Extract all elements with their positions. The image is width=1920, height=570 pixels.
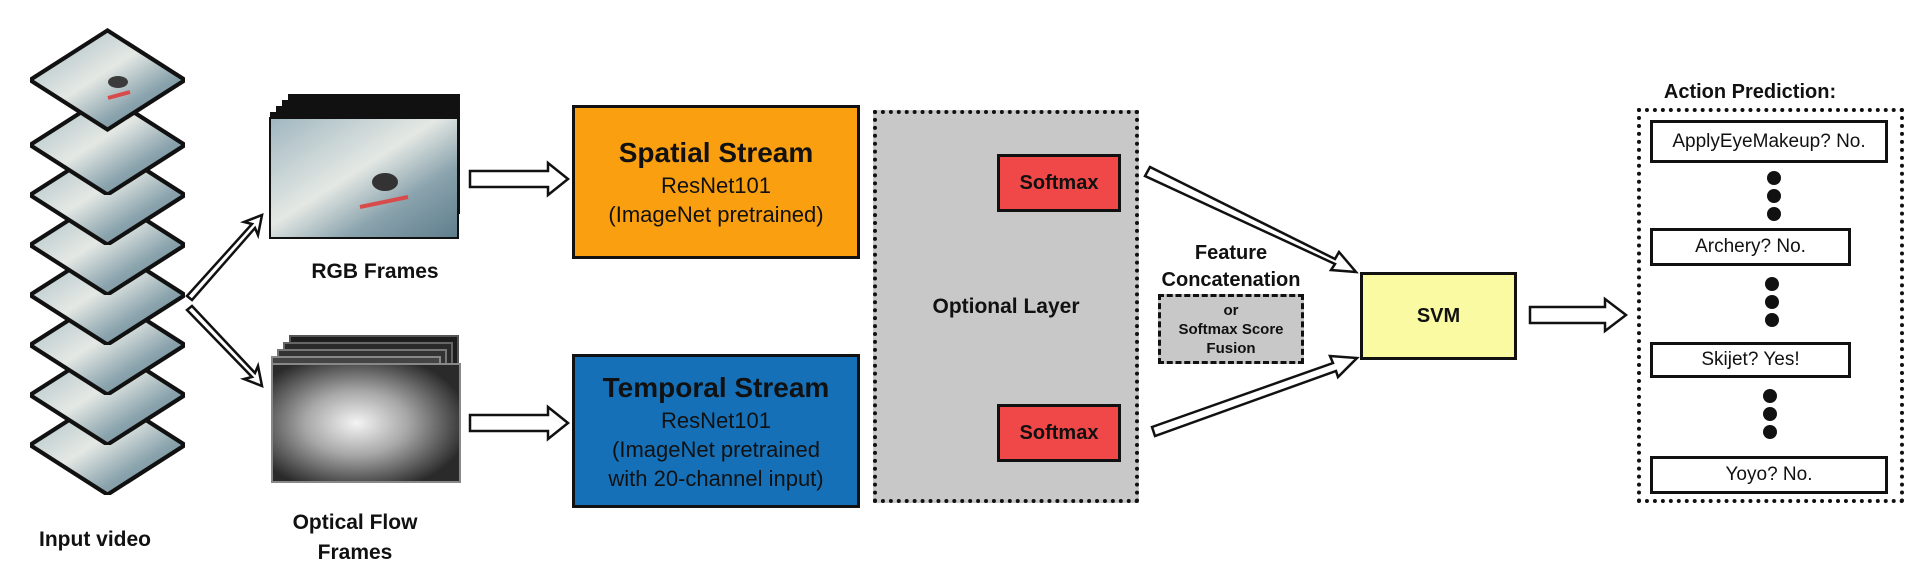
prediction-item: Yoyo? No.	[1650, 456, 1888, 494]
arrow-top-softmax-to-svm	[1143, 165, 1359, 274]
prediction-item: Skijet? Yes!	[1650, 342, 1851, 378]
prediction-ellipsis-dots	[1763, 171, 1781, 439]
spatial-stream-model: ResNet101	[660, 173, 772, 198]
arrow-flow-to-temporal	[468, 404, 571, 442]
arrow-to-rgb	[185, 213, 264, 302]
rgb-frames-stack	[269, 94, 460, 239]
spatial-stream-box: Spatial Stream ResNet101 (ImageNet pretr…	[572, 105, 860, 259]
softmax-bottom: Softmax	[997, 404, 1121, 462]
svm-input-arrows	[1143, 165, 1360, 438]
spatial-stream-detail: (ImageNet pretrained)	[608, 202, 824, 227]
temporal-stream-box: Temporal Stream ResNet101 (ImageNet pret…	[572, 354, 860, 508]
optical-flow-frames-stack	[271, 335, 461, 483]
prediction-item: Archery? No.	[1650, 228, 1851, 266]
temporal-stream-title: Temporal Stream	[602, 371, 830, 403]
optical-flow-frames-label: Optical Flow Frames	[292, 511, 418, 564]
video-frame-top	[30, 30, 185, 129]
arrow-svm-to-predictions	[1528, 296, 1629, 334]
feature-concatenation-label: Feature Concatenation	[1161, 242, 1301, 291]
arrow-rgb-to-spatial	[468, 160, 571, 198]
svm-box: SVM	[1360, 272, 1517, 360]
softmax-top: Softmax	[997, 154, 1121, 212]
optional-layer-label: Optional Layer	[932, 294, 1080, 318]
action-prediction-panel	[1637, 108, 1904, 503]
input-video-label: Input video	[39, 528, 151, 551]
surfer-figure	[107, 76, 131, 100]
rgb-frames-label: RGB Frames	[311, 260, 439, 283]
input-video-frame-stack	[30, 30, 185, 494]
split-arrows	[185, 213, 264, 388]
spatial-stream-title: Spatial Stream	[618, 137, 814, 168]
arrow-to-flow	[185, 304, 264, 388]
softmax-score-fusion-label: Softmax Score Fusion	[1178, 320, 1284, 357]
arrow-bottom-softmax-to-svm	[1150, 354, 1360, 438]
temporal-stream-detail: (ImageNet pretrained with 20-channel inp…	[608, 436, 824, 491]
or-label: or	[1223, 301, 1239, 319]
stream-input-arrows	[468, 160, 571, 442]
prediction-item: ApplyEyeMakeup? No.	[1650, 120, 1888, 163]
fusion-option-box: or Softmax Score Fusion	[1158, 294, 1304, 364]
temporal-stream-model: ResNet101	[660, 407, 772, 433]
action-prediction-title: Action Prediction:	[1663, 81, 1837, 103]
